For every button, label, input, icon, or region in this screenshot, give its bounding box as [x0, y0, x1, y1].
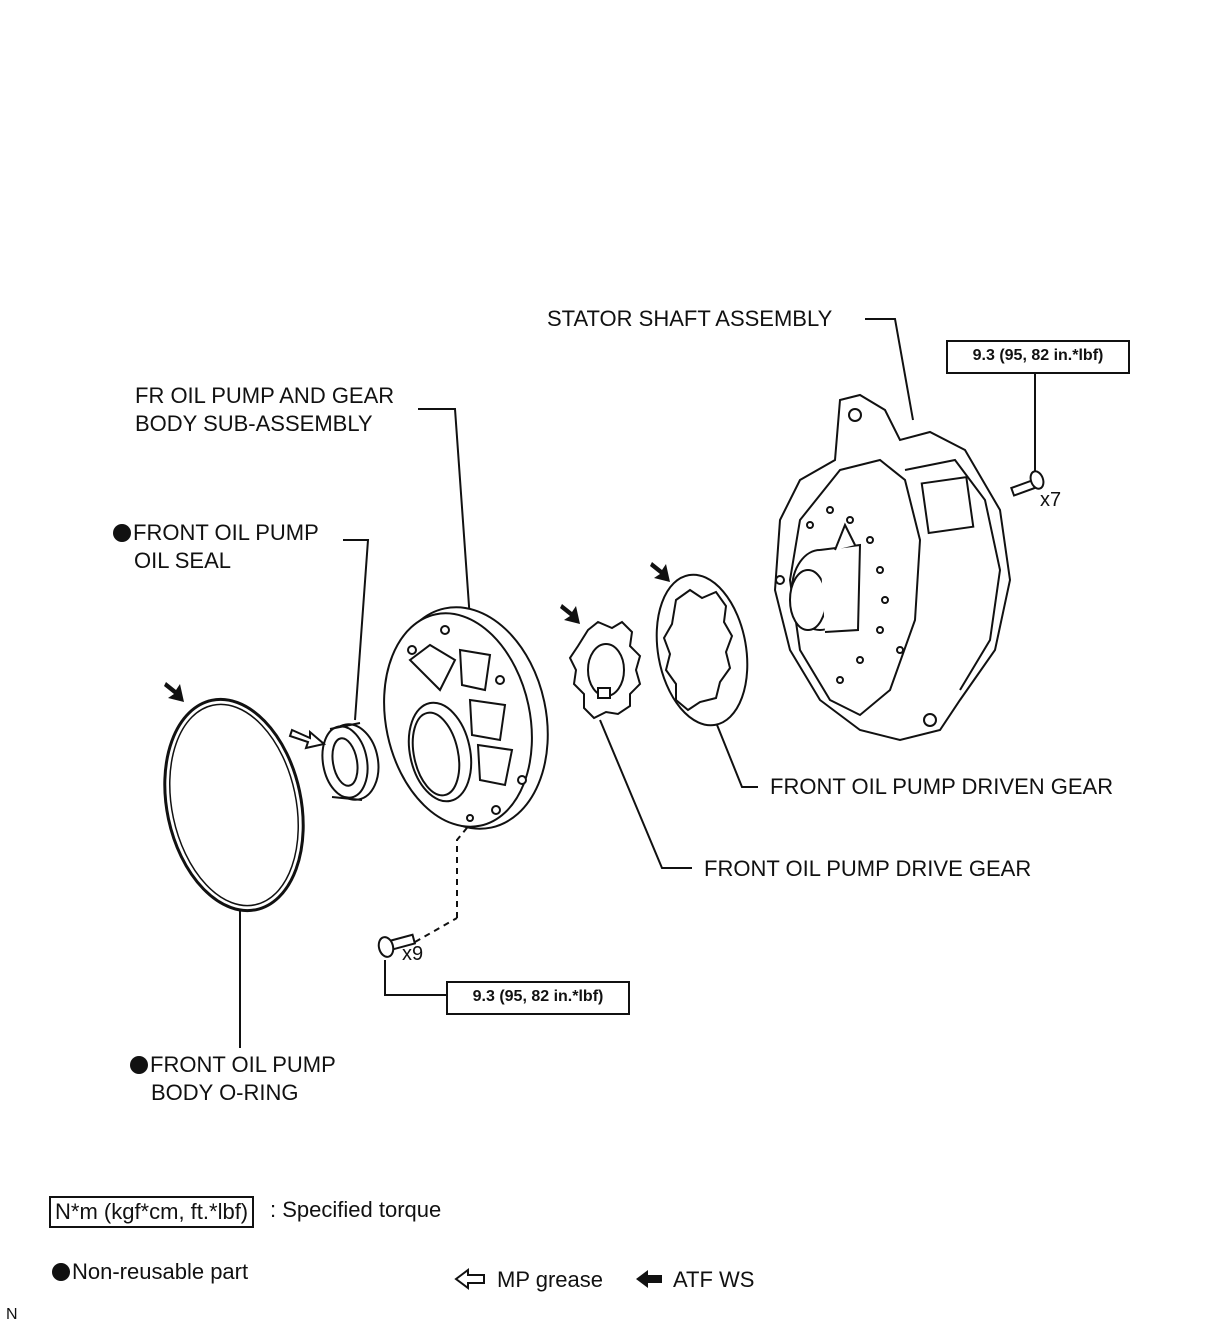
drive-gear-part — [568, 620, 642, 720]
o-ring-part — [163, 697, 305, 913]
label-o-ring-line1: FRONT OIL PUMP — [130, 1050, 336, 1079]
oil-seal-part — [321, 722, 380, 801]
atf-arrows — [164, 562, 670, 702]
non-reusable-bullet-icon — [52, 1263, 70, 1281]
leader-torque-bottom — [384, 960, 446, 996]
label-o-ring-line2: BODY O-RING — [151, 1080, 299, 1105]
driven-gear-part — [655, 573, 749, 727]
non-reusable-bullet-icon — [113, 524, 131, 542]
leader-driven-gear — [704, 694, 758, 788]
mp-grease-arrow-seal — [288, 728, 327, 750]
label-driven-gear: FRONT OIL PUMP DRIVEN GEAR — [770, 774, 1114, 799]
leader-stator-shaft — [865, 318, 914, 421]
legend-atf-ws-icon — [636, 1270, 662, 1288]
label-stator-shaft: STATOR SHAFT ASSEMBLY — [547, 306, 833, 331]
corner-code: N — [6, 1306, 18, 1323]
label-fr-pump-body-line2: BODY SUB-ASSEMBLY — [135, 411, 373, 436]
label-drive-gear: FRONT OIL PUMP DRIVE GEAR — [704, 856, 1032, 881]
atf-arrow-o-ring — [164, 682, 184, 702]
bolt-count-bottom: x9 — [402, 943, 424, 965]
legend-mp-grease: MP grease — [497, 1267, 603, 1292]
legend-atf-ws: ATF WS — [673, 1267, 755, 1292]
torque-callout-top: 9.3 (95, 82 in.*lbf) — [946, 340, 1130, 374]
leader-oil-seal — [343, 539, 370, 721]
leader-lines — [239, 318, 1036, 1048]
bolt-top-part — [1010, 470, 1045, 497]
pump-body-part — [383, 606, 549, 830]
bolt-count-top: x7 — [1040, 489, 1062, 511]
legend-mp-grease-icon — [454, 1268, 485, 1290]
legend-non-reusable: Non-reusable part — [52, 1257, 248, 1286]
bolt-bottom-part — [377, 933, 417, 958]
atf-arrow-driven-gear — [650, 562, 670, 582]
label-oil-seal-line2: OIL SEAL — [134, 548, 232, 573]
label-oil-seal-line1: FRONT OIL PUMP — [113, 518, 319, 547]
leader-fr-pump-body — [418, 408, 471, 621]
oil-seal-line1-text: FRONT OIL PUMP — [133, 520, 319, 545]
non-reusable-bullet-icon — [130, 1056, 148, 1074]
stator-shaft-part — [773, 393, 1012, 742]
legend-non-reusable-text: Non-reusable part — [72, 1259, 249, 1284]
o-ring-line1-text: FRONT OIL PUMP — [150, 1052, 336, 1077]
leader-drive-gear — [599, 719, 692, 869]
atf-arrow-drive-gear — [560, 604, 580, 624]
leader-bolt-dashed-2 — [414, 917, 458, 943]
torque-callout-bottom: 9.3 (95, 82 in.*lbf) — [446, 981, 630, 1015]
legend-torque-text: : Specified torque — [270, 1197, 442, 1222]
legend-torque-box: N*m (kgf*cm, ft.*lbf) — [49, 1196, 255, 1228]
label-fr-pump-body-line1: FR OIL PUMP AND GEAR — [135, 383, 395, 408]
